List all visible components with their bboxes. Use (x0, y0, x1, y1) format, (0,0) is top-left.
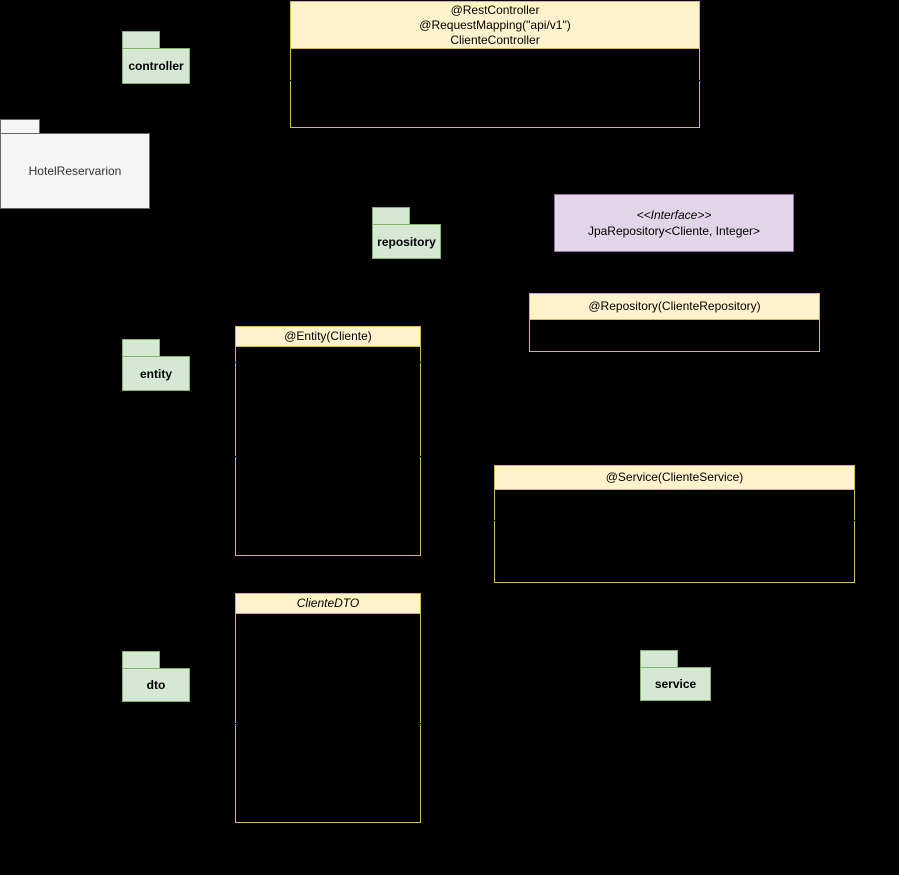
class-cliente-dto[interactable]: ClienteDTO (235, 593, 421, 823)
class-name-entity-cliente: @Entity(Cliente) (284, 329, 372, 343)
interface-jpa-repository[interactable]: <<Interface>> JpaRepository<Cliente, Int… (554, 194, 794, 252)
annotation-rest-controller: @RestController (450, 2, 540, 17)
package-dto-tab (122, 651, 160, 669)
package-repository-body: repository (372, 224, 441, 259)
class-cliente-repository-body (530, 320, 819, 352)
class-cliente-controller[interactable]: @RestController @RequestMapping("api/v1"… (290, 1, 700, 128)
section-divider (235, 723, 421, 724)
section-divider (494, 520, 855, 521)
package-repository-label: repository (377, 234, 436, 249)
class-cliente-service-body (494, 490, 855, 583)
class-cliente-service-header: @Service(ClienteService) (495, 466, 854, 490)
class-name-cliente-dto: ClienteDTO (296, 596, 360, 610)
class-name-cliente-repository: @Repository(ClienteRepository) (588, 299, 761, 313)
package-entity-label: entity (139, 366, 172, 381)
class-cliente-repository-header: @Repository(ClienteRepository) (530, 294, 819, 320)
class-cliente-service[interactable]: @Service(ClienteService) (494, 465, 855, 583)
interface-name: JpaRepository<Cliente, Integer> (587, 224, 761, 238)
package-controller-body: controller (122, 48, 190, 84)
section-divider (235, 456, 421, 457)
class-cliente-repository[interactable]: @Repository(ClienteRepository) (529, 293, 820, 352)
package-entity-body: entity (122, 356, 190, 391)
class-cliente-controller-body (290, 49, 700, 128)
package-dto-body: dto (122, 668, 190, 702)
package-hotel-reservarion-body: HotelReservarion (0, 133, 150, 209)
class-name-cliente-controller: ClienteController (450, 32, 540, 47)
package-entity-tab (122, 339, 160, 357)
package-repository-tab (372, 207, 410, 225)
class-entity-cliente-body (235, 347, 421, 556)
class-entity-cliente[interactable]: @Entity(Cliente) (235, 326, 421, 556)
section-divider (290, 80, 700, 81)
class-name-cliente-service: @Service(ClienteService) (605, 470, 744, 484)
package-service-tab (640, 650, 678, 668)
interface-stereotype: <<Interface>> (636, 208, 712, 222)
class-cliente-controller-header: @RestController @RequestMapping("api/v1"… (291, 2, 699, 49)
class-cliente-dto-body (235, 614, 421, 823)
package-hotel-reservarion-label: HotelReservarion (28, 164, 122, 178)
package-hotel-reservarion-tab (0, 119, 40, 134)
section-divider (235, 362, 421, 363)
package-controller-tab (122, 31, 160, 49)
package-controller-label: controller (128, 59, 184, 73)
annotation-request-mapping: @RequestMapping("api/v1") (419, 17, 571, 32)
class-entity-cliente-header: @Entity(Cliente) (236, 327, 420, 347)
class-cliente-dto-header: ClienteDTO (236, 594, 420, 614)
package-service-body: service (640, 667, 711, 701)
package-dto-label: dto (146, 678, 166, 692)
package-service-label: service (654, 677, 697, 691)
